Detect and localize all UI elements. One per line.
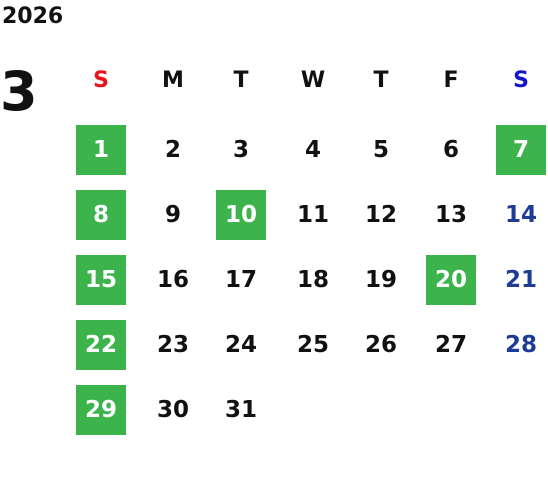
calendar-day-18: 18	[296, 267, 329, 293]
calendar-day-12: 12	[364, 202, 397, 228]
calendar-day-14: 14	[504, 202, 537, 228]
calendar-day-16: 16	[156, 267, 189, 293]
weekday-header-thursday: T	[373, 68, 389, 93]
calendar-day-7: 7	[496, 125, 546, 175]
calendar-day-8: 8	[76, 190, 126, 240]
calendar-day-22: 22	[76, 320, 126, 370]
calendar-day-10: 10	[216, 190, 266, 240]
weekday-header-tuesday: T	[233, 68, 249, 93]
weekday-header-monday: M	[162, 68, 184, 93]
calendar-day-25: 25	[296, 332, 329, 358]
calendar-day-13: 13	[434, 202, 467, 228]
calendar-day-4: 4	[304, 137, 321, 163]
calendar-day-31: 31	[224, 397, 257, 423]
weekday-header-wednesday: W	[300, 68, 326, 93]
calendar-day-9: 9	[164, 202, 181, 228]
calendar-day-1: 1	[76, 125, 126, 175]
calendar-day-6: 6	[442, 137, 459, 163]
calendar-day-20: 20	[426, 255, 476, 305]
calendar-day-27: 27	[434, 332, 467, 358]
calendar-day-30: 30	[156, 397, 189, 423]
calendar-day-2: 2	[164, 137, 181, 163]
calendar-day-29: 29	[76, 385, 126, 435]
calendar-year: 2026	[2, 4, 64, 29]
weekday-header-sunday: S	[93, 68, 109, 93]
calendar-day-15: 15	[76, 255, 126, 305]
calendar-day-28: 28	[504, 332, 537, 358]
calendar-month: 3	[0, 60, 38, 123]
weekday-header-saturday: S	[513, 68, 529, 93]
calendar-day-19: 19	[364, 267, 397, 293]
calendar-day-11: 11	[296, 202, 329, 228]
calendar-day-5: 5	[372, 137, 389, 163]
calendar-day-17: 17	[224, 267, 257, 293]
weekday-header-friday: F	[443, 68, 459, 93]
calendar-day-26: 26	[364, 332, 397, 358]
calendar-day-21: 21	[504, 267, 537, 293]
calendar-day-23: 23	[156, 332, 189, 358]
calendar-day-3: 3	[232, 137, 249, 163]
calendar-day-24: 24	[224, 332, 257, 358]
